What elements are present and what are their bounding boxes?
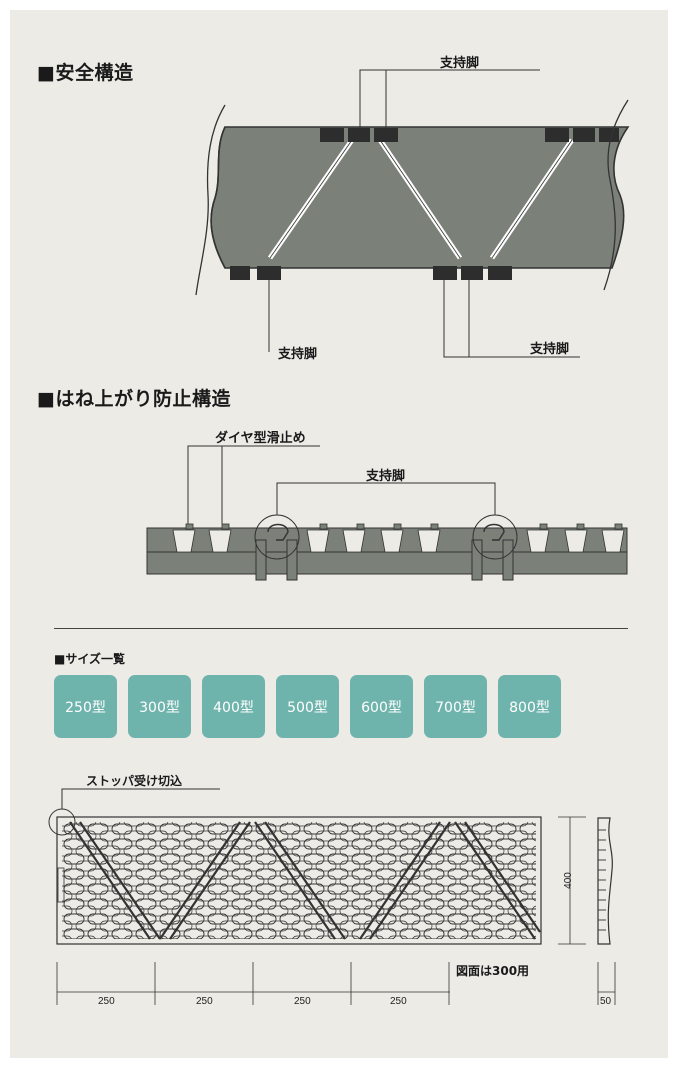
size-list: 250型 300型 400型 500型 600型 700型 800型 xyxy=(54,675,561,738)
stopper-notch-label: ストッパ受け切込 xyxy=(86,774,183,788)
dimension-side-width: 50 xyxy=(600,996,612,1007)
anti-bounce-title: ■はね上がり防止構造 xyxy=(37,388,231,410)
support-leg-label-top: 支持脚 xyxy=(440,56,480,71)
dimension-segment-3: 250 xyxy=(294,996,311,1007)
size-400-button[interactable]: 400型 xyxy=(202,675,265,738)
size-700-button[interactable]: 700型 xyxy=(424,675,487,738)
section-divider xyxy=(54,628,628,629)
dimension-segment-1: 250 xyxy=(98,996,115,1007)
size-600-button[interactable]: 600型 xyxy=(350,675,413,738)
dimension-segment-2: 250 xyxy=(196,996,213,1007)
dimension-height: 400 xyxy=(562,872,574,889)
size-250-button[interactable]: 250型 xyxy=(54,675,117,738)
support-leg-label-bottom-right: 支持脚 xyxy=(530,342,570,357)
diamond-anti-slip-label: ダイヤ型滑止め xyxy=(215,431,306,446)
size-list-title: ■サイズ一覧 xyxy=(54,652,125,666)
size-800-button[interactable]: 800型 xyxy=(498,675,561,738)
support-leg-label-bottom-left: 支持脚 xyxy=(278,347,318,362)
safety-structure-title: ■安全構造 xyxy=(37,62,134,84)
size-300-button[interactable]: 300型 xyxy=(128,675,191,738)
support-leg-label: 支持脚 xyxy=(366,469,406,484)
dimension-segment-4: 250 xyxy=(390,996,407,1007)
size-500-button[interactable]: 500型 xyxy=(276,675,339,738)
drawing-note: 図面は300用 xyxy=(456,964,530,978)
